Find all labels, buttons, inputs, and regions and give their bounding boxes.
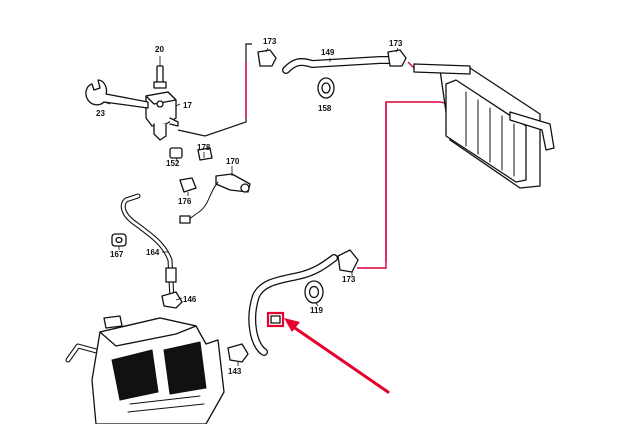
part-label-20: 20 (155, 45, 164, 54)
heater-core-pipe-right (509, 111, 555, 151)
part-label-23: 23 (96, 109, 105, 118)
part-158-grommet (317, 77, 335, 99)
engine-block-dark-2 (163, 341, 207, 395)
heater-core-pipe-top (413, 63, 471, 75)
part-label-146: 146 (183, 295, 197, 304)
part-143-clamp (227, 343, 249, 366)
part-label-173-top-right: 173 (389, 39, 403, 48)
engine-block-dark (111, 349, 159, 401)
part-173-clamp-top-right (387, 47, 407, 67)
highlight-arrow-head (284, 318, 300, 332)
part-170-sensor-cap (240, 183, 250, 193)
part-label-143: 143 (228, 367, 242, 376)
part-164-vacuum-line (120, 193, 177, 303)
part-173-clamp-top-left (257, 47, 277, 67)
part-label-170: 170 (226, 157, 240, 166)
part-20-screw-head (153, 81, 167, 89)
part-149-hose (282, 56, 396, 74)
highlight-box (266, 311, 285, 328)
engine-block-cap (103, 315, 123, 329)
small-parts-left (111, 147, 251, 250)
part-label-158: 158 (318, 104, 332, 113)
part-17-leader (175, 103, 181, 107)
part-170-wire (187, 181, 219, 221)
part-label-164: 164 (146, 248, 160, 257)
part-178-fitting (197, 147, 213, 161)
highlight-callout (266, 311, 390, 394)
part-label-173-top-left: 173 (263, 37, 277, 46)
engine-block (65, 315, 225, 424)
part-23-wrench-icon (85, 79, 149, 109)
part-label-149: 149 (321, 48, 335, 57)
part-23-leader (103, 101, 111, 105)
engine-block-top (99, 317, 197, 347)
switchover-valve-assembly (85, 56, 181, 141)
part-176-clamp (179, 177, 197, 193)
part-170-connector (179, 215, 191, 224)
part-17-side-port (169, 117, 179, 127)
part-label-178: 178 (197, 143, 211, 152)
part-label-152: 152 (166, 159, 180, 168)
highlight-arrow-shaft (290, 324, 390, 394)
part-20-screw (156, 65, 164, 85)
part-label-17: 17 (183, 101, 192, 110)
heater-core (413, 63, 555, 189)
part-label-167: 167 (110, 250, 124, 259)
part-label-176: 176 (178, 197, 192, 206)
highlight-target-fitting (270, 315, 281, 324)
part-173-clamp-lower (337, 249, 359, 276)
part-17-valve-top (145, 91, 177, 105)
part-label-119: 119 (310, 306, 323, 315)
lower-coolant-hose (248, 254, 338, 356)
part-label-173-lower: 173 (342, 275, 356, 284)
part-17-port (156, 100, 164, 108)
part-labels: 20 17 23 152 178 170 176 167 164 146 143… (96, 37, 403, 376)
guide-line-valve-to-hose (177, 43, 252, 137)
part-167-hole (115, 236, 123, 244)
part-152-fitting (169, 147, 183, 159)
part-119-grommet (304, 280, 324, 307)
part-152-leader (175, 157, 179, 163)
part-17-nozzle (153, 123, 167, 141)
part-146-clamp (161, 291, 183, 309)
